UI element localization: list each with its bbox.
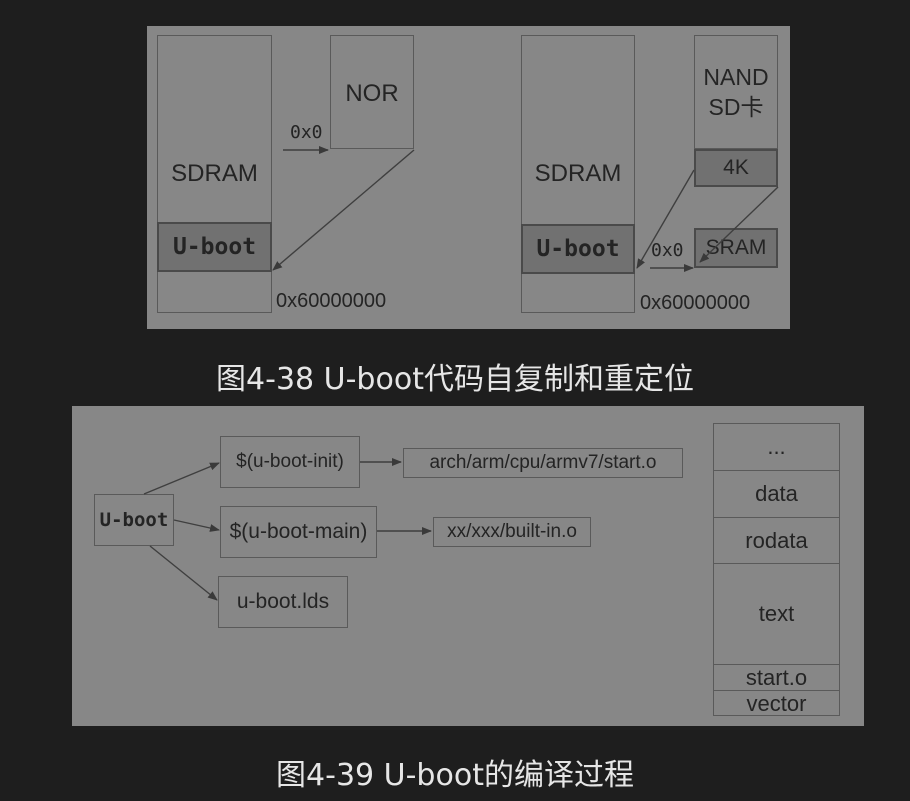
uboot-init-box: $(u-boot-init) <box>220 436 360 488</box>
figure-caption-4-38: 图4-38 U-boot代码自复制和重定位 <box>216 362 694 397</box>
uboot-lds-box: u-boot.lds <box>218 576 348 628</box>
uboot-root-box: U-boot <box>94 494 174 546</box>
block-4k-label: 4K <box>723 156 749 179</box>
image-section-stack: ... data rodata text start.o vector <box>713 423 840 716</box>
left-src-address: 0x0 <box>290 122 323 143</box>
block-4k: 4K <box>694 149 778 187</box>
left-uboot-label: U-boot <box>172 234 257 260</box>
sd-card-label: SD卡 <box>708 94 764 120</box>
right-sdram-label: SDRAM <box>534 160 622 187</box>
nand-label: NAND <box>703 64 769 90</box>
uboot-root-label: U-boot <box>99 509 169 531</box>
right-uboot-block: U-boot <box>521 224 635 274</box>
section-rodata: rodata <box>714 517 839 563</box>
right-uboot-label: U-boot <box>536 236 620 262</box>
sram-label: SRAM <box>705 236 767 259</box>
section-vector: vector <box>714 690 839 717</box>
nor-block: NOR <box>330 35 414 149</box>
start-object-label: arch/arm/cpu/armv7/start.o <box>429 452 657 473</box>
left-dst-address: 0x60000000 <box>276 290 387 312</box>
figure-caption-4-39: 图4-39 U-boot的编译过程 <box>276 758 634 793</box>
left-sdram-label: SDRAM <box>171 160 258 187</box>
sram-block: SRAM <box>694 228 778 268</box>
left-uboot-block: U-boot <box>157 222 272 272</box>
right-src-address: 0x0 <box>651 240 684 261</box>
nor-label: NOR <box>345 80 399 107</box>
section-ellipsis: ... <box>767 434 786 459</box>
section-start-o: start.o <box>714 664 839 690</box>
uboot-lds-label: u-boot.lds <box>236 590 330 613</box>
builtin-object-box: xx/xxx/built-in.o <box>433 517 591 547</box>
builtin-object-label: xx/xxx/built-in.o <box>447 521 577 542</box>
uboot-init-label: $(u-boot-init) <box>236 451 344 472</box>
uboot-main-box: $(u-boot-main) <box>220 506 377 558</box>
section-text: text <box>714 563 839 664</box>
right-dst-address: 0x60000000 <box>640 292 751 314</box>
uboot-main-label: $(u-boot-main) <box>229 520 368 543</box>
start-object-box: arch/arm/cpu/armv7/start.o <box>403 448 683 478</box>
section-data: data <box>714 470 839 517</box>
nand-sd-block: NAND SD卡 <box>694 35 778 149</box>
